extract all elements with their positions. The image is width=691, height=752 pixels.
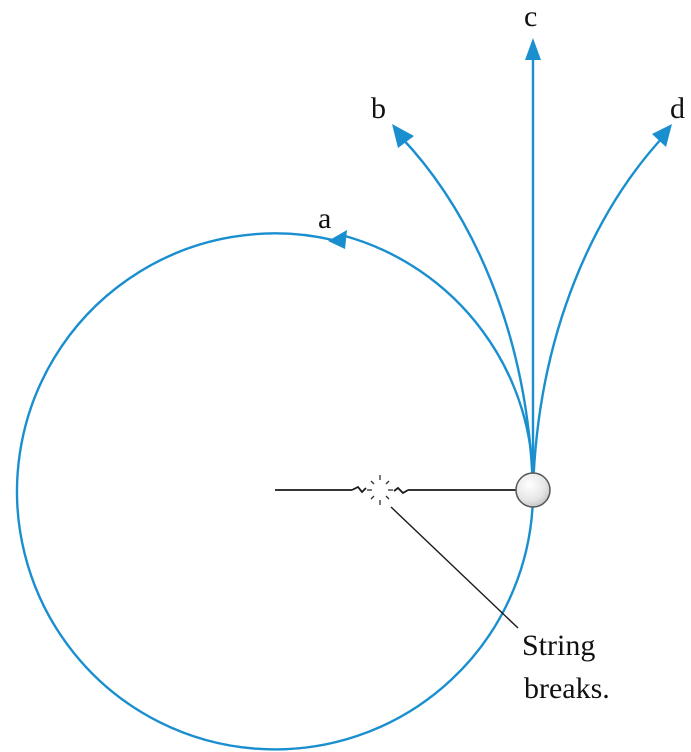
arrow-head-d	[652, 124, 672, 147]
curved-path-b	[400, 136, 535, 491]
arrow-head-c	[525, 38, 541, 60]
break-spark-icon	[367, 475, 393, 505]
caption-line-2: breaks.	[524, 672, 610, 705]
string-right-frayed-end	[393, 486, 409, 495]
caption-leader-line	[390, 506, 519, 629]
ball	[515, 472, 551, 508]
arrow-head-b	[392, 124, 414, 148]
arrow-head-a	[328, 230, 347, 249]
label-d: d	[670, 92, 685, 125]
label-a: a	[318, 202, 331, 235]
label-c: c	[524, 0, 537, 33]
curved-path-d	[531, 136, 664, 491]
label-b: b	[371, 92, 386, 125]
caption-line-1: String	[522, 629, 595, 662]
circular-path-a	[15, 232, 535, 751]
string-left-frayed-end	[351, 485, 367, 494]
